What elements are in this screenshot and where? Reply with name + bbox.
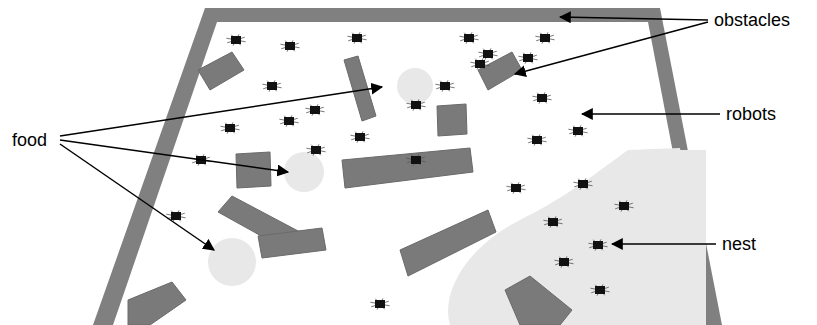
food-patch bbox=[284, 152, 324, 192]
callout-label: nest bbox=[722, 235, 756, 253]
leader-lines bbox=[60, 17, 720, 250]
callout-label: food bbox=[12, 131, 47, 149]
obstacles bbox=[128, 52, 572, 325]
callout-label: obstacles bbox=[714, 11, 790, 29]
arena-wall bbox=[93, 8, 722, 325]
robots bbox=[166, 32, 633, 309]
callout-label: robots bbox=[726, 105, 776, 123]
food-patch bbox=[397, 68, 433, 104]
food-patch bbox=[208, 238, 256, 286]
arena-floor bbox=[113, 22, 706, 325]
